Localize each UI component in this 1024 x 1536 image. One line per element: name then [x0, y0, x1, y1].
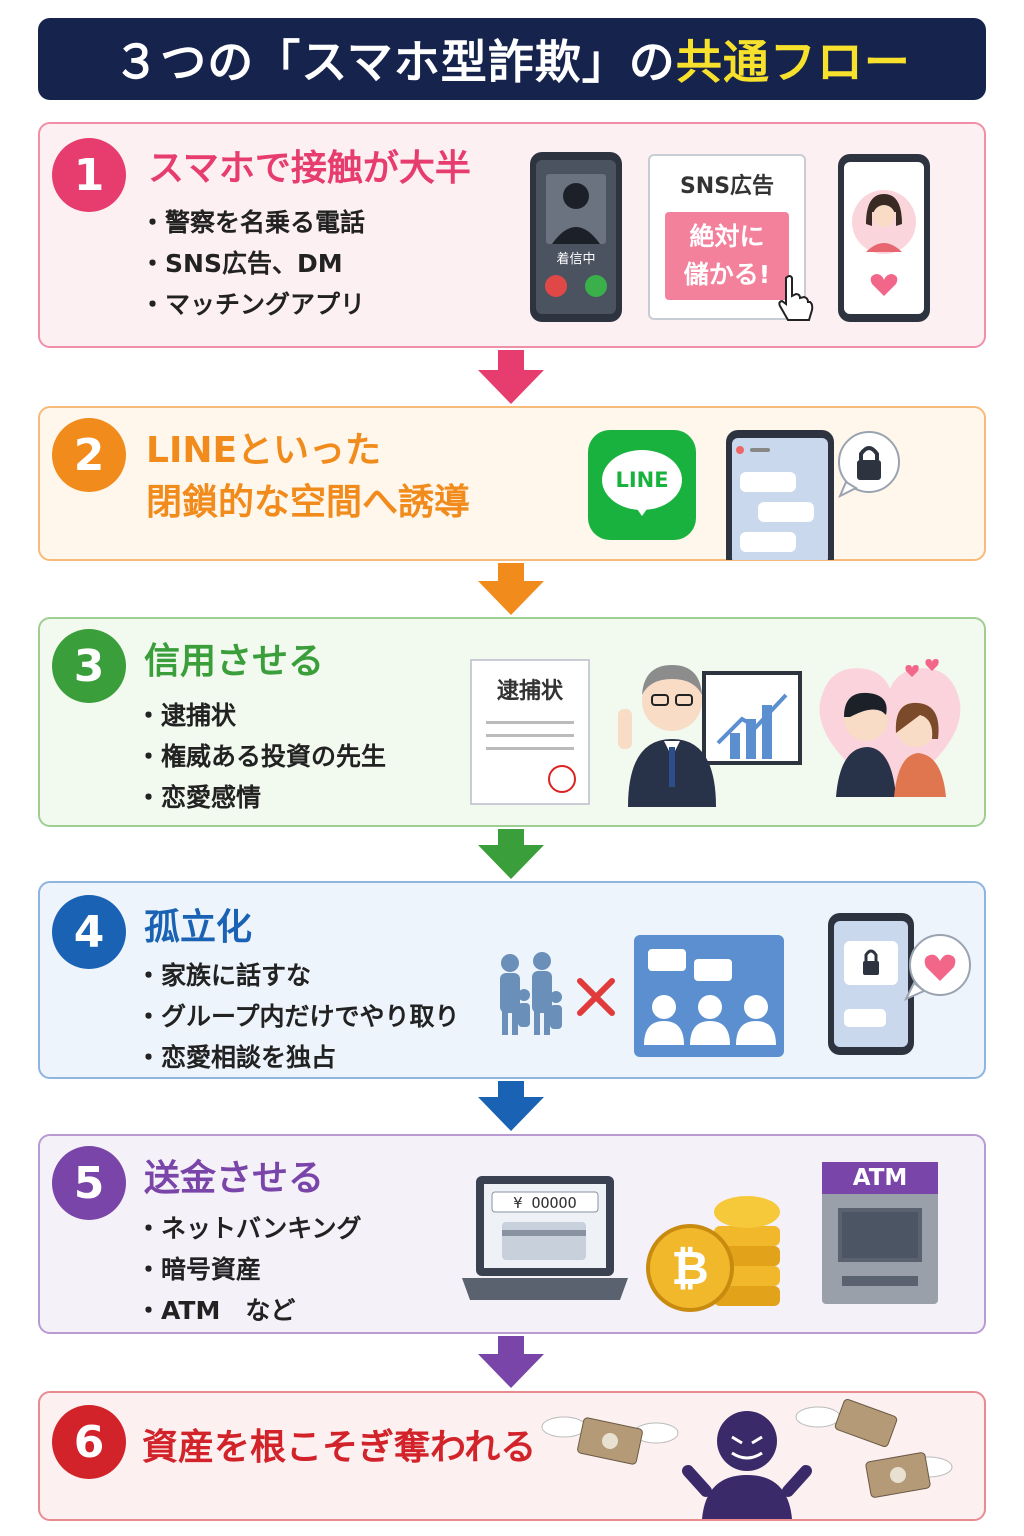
step-5-bullets: ネットバンキング 暗号資産 ATM など: [136, 1208, 362, 1331]
ad-line-1: 絶対に: [689, 222, 765, 251]
atm-header: ATM: [822, 1162, 938, 1194]
step-1-bullets: 警察を名乗る電話 SNS広告、DM マッチングアプリ: [140, 202, 365, 325]
bullet: 恋愛相談を独占: [136, 1037, 460, 1078]
step-3-number: 3: [52, 629, 126, 703]
bullet: 恋愛感情: [136, 777, 386, 818]
step-2-heading-line-2: 閉鎖的な空間へ誘導: [146, 482, 471, 523]
page-title: ３つの「スマホ型詐欺」の共通フロー: [38, 18, 986, 100]
bullet: 暗号資産: [136, 1249, 362, 1290]
line-label: LINE: [615, 468, 669, 492]
chat-phone-icon: [726, 430, 834, 560]
atm-screen: [838, 1208, 922, 1262]
doc-line: [486, 721, 574, 724]
flying-money-left-icon: [541, 1416, 679, 1465]
step-1: 1 スマホで接触が大半 警察を名乗る電話 SNS広告、DM マッチングアプリ 着…: [38, 122, 986, 348]
flow-arrow-4: [478, 1081, 544, 1131]
flow-arrow-1: [478, 350, 544, 404]
line-bubble-tail: [632, 502, 652, 516]
locked-chat-phone-icon: [828, 913, 914, 1055]
thief-silhouette-icon: [682, 1411, 812, 1519]
arrest-warrant-document: 逮捕状: [470, 659, 590, 805]
flow-arrow-5: [478, 1336, 544, 1388]
ad-banner: 絶対に 儲かる!: [665, 212, 789, 300]
line-bubble: LINE: [602, 450, 682, 510]
bullet: マッチングアプリ: [140, 284, 365, 325]
sns-ad-card: SNS広告 絶対に 儲かる!: [648, 154, 806, 320]
bullet: ネットバンキング: [136, 1208, 362, 1249]
step-1-heading: スマホで接触が大半: [148, 148, 471, 189]
step-4-heading: 孤立化: [144, 907, 253, 948]
bitcoin-coins-icon: ₿: [646, 1196, 780, 1312]
bullet: ATM など: [136, 1290, 362, 1331]
lock-bubble-icon: [838, 431, 900, 499]
step-6: 6 資産を根こそぎ奪われる: [38, 1391, 986, 1521]
romance-couple-icon: [819, 659, 961, 797]
warrant-title: 逮捕状: [496, 679, 563, 704]
call-status-label: 着信中: [556, 252, 596, 267]
step-3-bullets: 逮捕状 権威ある投資の先生 恋愛感情: [136, 695, 386, 818]
step-2: 2 LINEといった 閉鎖的な空間へ誘導 LINE: [38, 406, 986, 561]
step-1-number: 1: [52, 138, 126, 212]
banking-amount: ¥ OOOOO: [513, 1194, 577, 1212]
seal-stamp-icon: [548, 765, 576, 793]
flying-money-right-icon: [795, 1399, 953, 1498]
bullet: 権威ある投資の先生: [136, 736, 386, 777]
doc-line: [486, 734, 574, 737]
title-highlight: 共通フロー: [675, 35, 911, 89]
bullet: 警察を名乗る電話: [140, 202, 365, 243]
step-4: 4 孤立化 家族に話すな グループ内だけでやり取り 恋愛相談を独占: [38, 881, 986, 1079]
step-5-heading: 送金させる: [144, 1158, 325, 1199]
doc-line: [486, 747, 574, 750]
step-2-heading-line-1: LINEといった: [146, 430, 382, 471]
family-icon: [500, 952, 562, 1035]
bullet: SNS広告、DM: [140, 243, 365, 284]
atm-slot: [842, 1276, 918, 1286]
flow-arrow-3: [478, 829, 544, 879]
step-5: 5 送金させる ネットバンキング 暗号資産 ATM など ¥ OOOOO ₿ A…: [38, 1134, 986, 1334]
bullet: 家族に話すな: [136, 955, 460, 996]
step-5-number: 5: [52, 1146, 126, 1220]
bullet: 逮捕状: [136, 695, 386, 736]
flow-arrow-2: [478, 563, 544, 615]
step-3: 3 信用させる 逮捕状 権威ある投資の先生 恋愛感情 逮捕状: [38, 617, 986, 827]
bullet: グループ内だけでやり取り: [136, 996, 460, 1037]
step-6-heading: 資産を根こそぎ奪われる: [142, 1427, 537, 1468]
title-main: ３つの「スマホ型詐欺」の: [113, 35, 676, 89]
incoming-call-phone-icon: [530, 152, 622, 322]
step-4-number: 4: [52, 895, 126, 969]
atm-label: ATM: [852, 1165, 908, 1191]
heart-bubble-icon: [903, 934, 971, 1002]
investment-teacher-icon: [618, 665, 802, 807]
cross-mark-icon: [577, 978, 615, 1016]
atm-machine: ATM: [822, 1162, 938, 1304]
group-chat-icon: [634, 935, 784, 1057]
matching-app-phone-icon: [838, 154, 930, 322]
step-2-number: 2: [52, 418, 126, 492]
ad-title: SNS広告: [679, 174, 775, 199]
pointer-hand-icon: [778, 275, 814, 321]
step-6-number: 6: [52, 1405, 126, 1479]
laptop-banking-icon: [462, 1176, 628, 1300]
step-4-bullets: 家族に話すな グループ内だけでやり取り 恋愛相談を独占: [136, 955, 460, 1078]
line-app-icon: LINE: [588, 430, 696, 540]
ad-line-2: 儲かる!: [683, 260, 771, 289]
svg-text:₿: ₿: [671, 1241, 709, 1295]
step-3-heading: 信用させる: [144, 641, 325, 682]
